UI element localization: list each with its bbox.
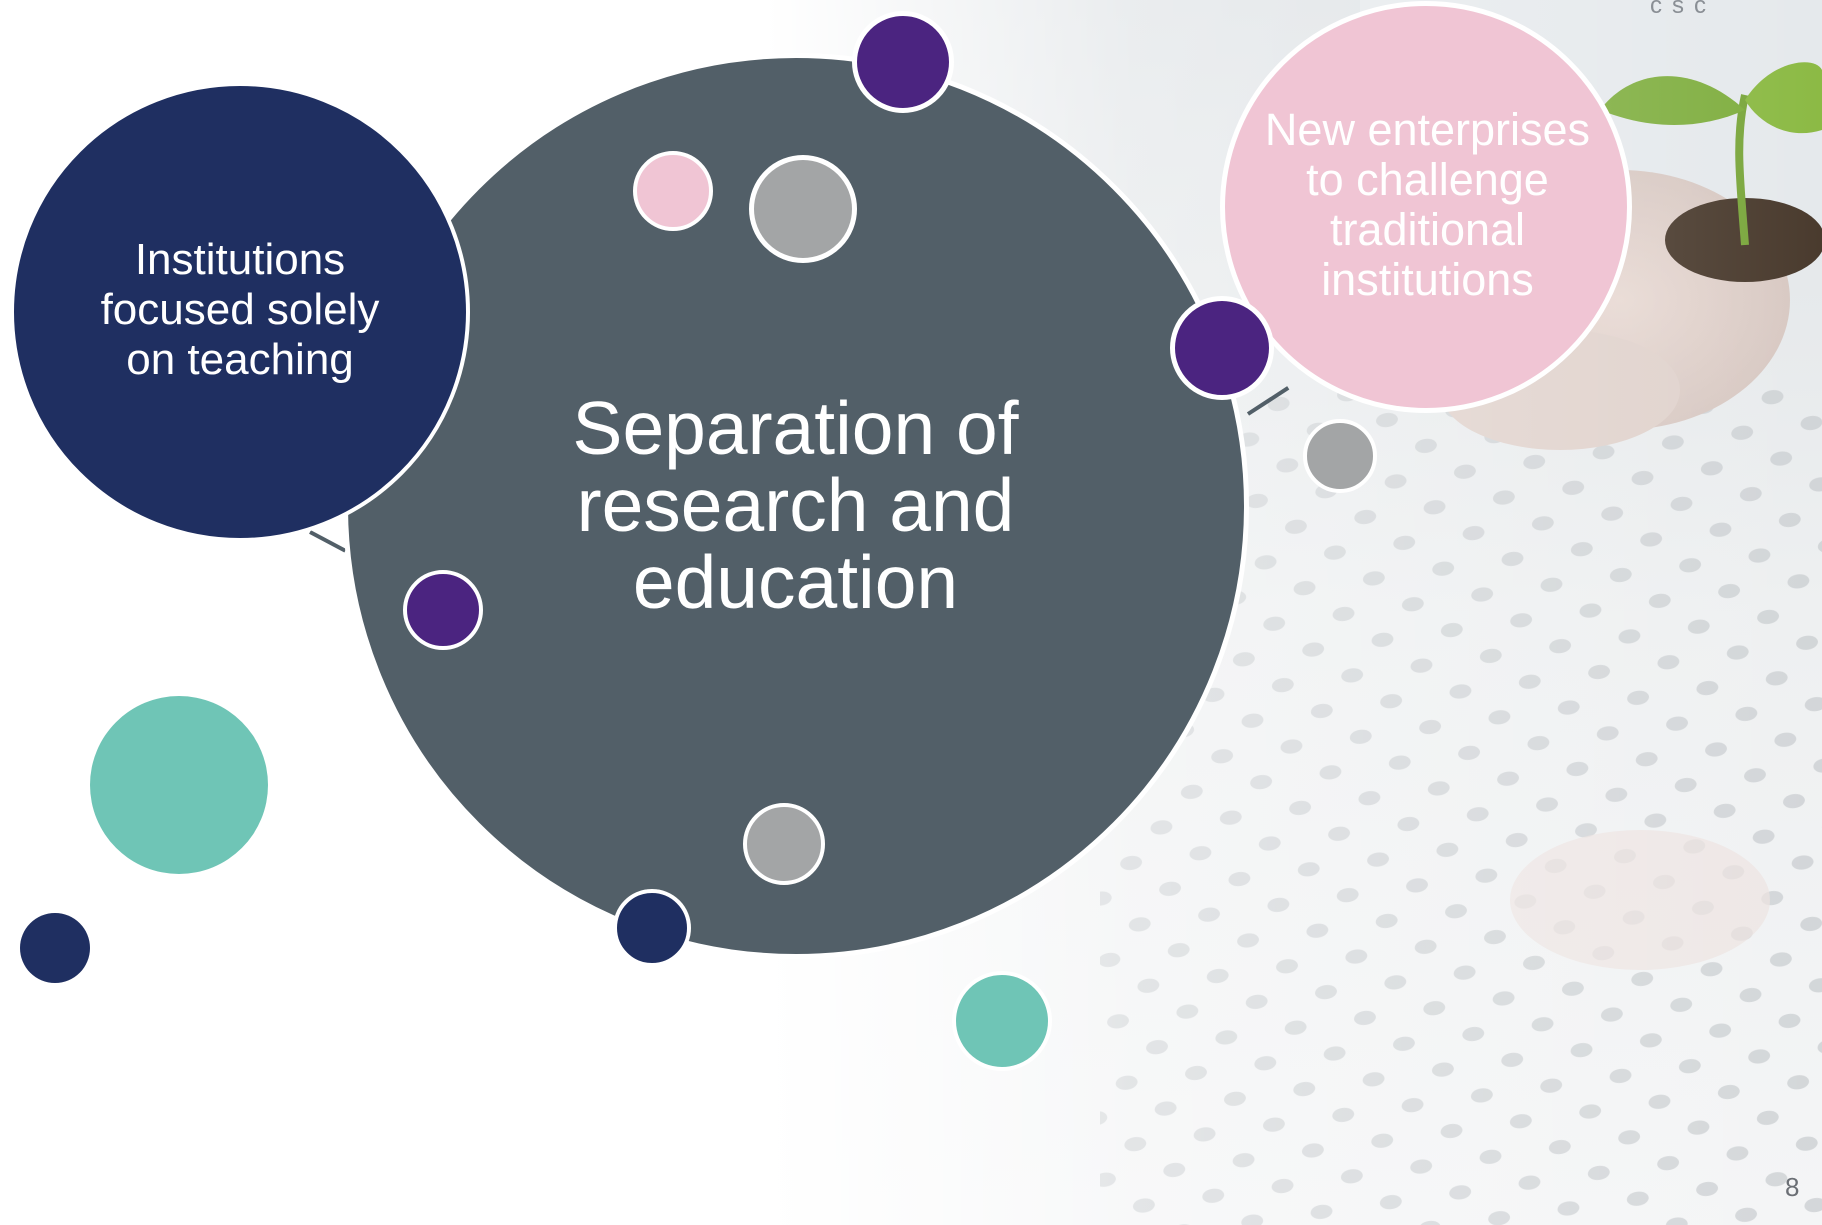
right-topic-circle (1220, 1, 1632, 413)
teal-dot-left (90, 696, 268, 874)
pink-dot (633, 151, 713, 231)
page-number: 8 (1785, 1172, 1800, 1202)
purple-dot-top (852, 11, 954, 113)
main-topic-label: Separation of research and education (572, 385, 1019, 624)
purple-dot-left (403, 570, 483, 650)
navy-dot-bottom-left (20, 913, 90, 983)
gray-dot-top (749, 155, 857, 263)
left-topic-circle (10, 82, 470, 542)
teal-dot-bottom (952, 971, 1052, 1071)
right-topic-label: New enterprises to challenge traditional… (1264, 104, 1591, 305)
gray-dot-bottom (743, 803, 825, 885)
gray-dot-right (1303, 419, 1377, 493)
navy-dot-bottom (613, 889, 691, 967)
csc-logo: csc (1650, 0, 1716, 19)
purple-dot-right (1170, 296, 1274, 400)
left-topic-label: Institutions focused solely on teaching (100, 235, 380, 384)
